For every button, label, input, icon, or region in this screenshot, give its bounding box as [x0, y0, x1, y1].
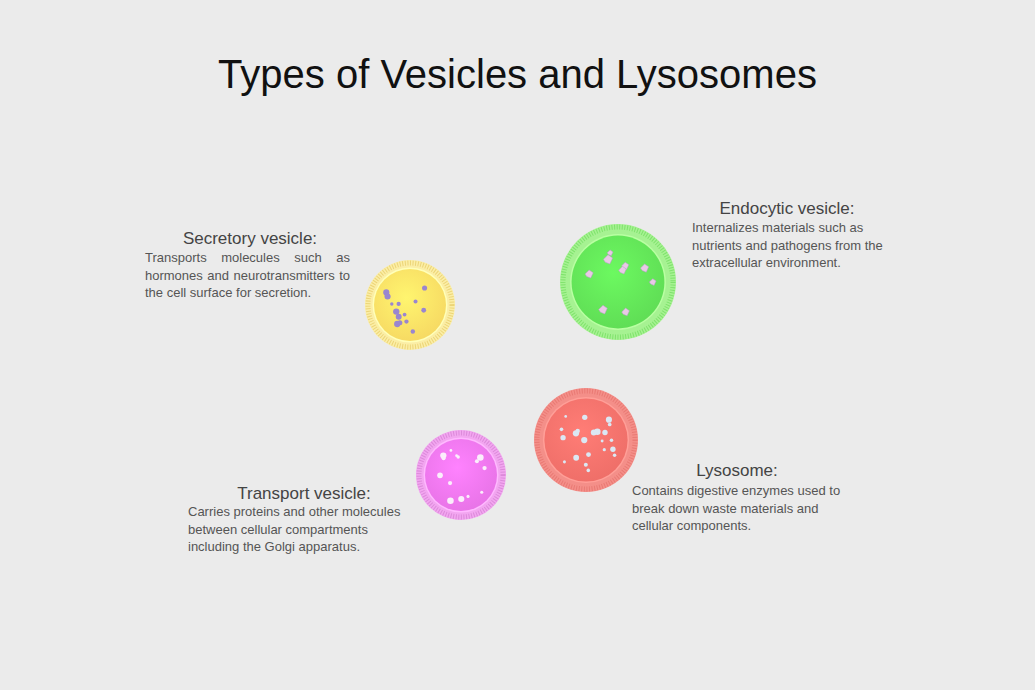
- cargo-particle: [450, 449, 453, 452]
- cargo-particle: [466, 495, 469, 498]
- vesicle-membrane: [534, 388, 638, 492]
- cargo-particle: [458, 496, 464, 502]
- vesicle-description: Transports molecules such as hormones an…: [145, 249, 350, 302]
- cargo-particle: [610, 446, 615, 451]
- cargo-particle: [385, 293, 391, 299]
- cargo-particle: [448, 481, 452, 485]
- membrane-ribs: [537, 391, 635, 489]
- cargo-particle: [393, 308, 399, 314]
- vesicle-description: Carries proteins and other molecules bet…: [188, 503, 416, 556]
- cargo-particle: [586, 452, 591, 457]
- cargo-particle: [475, 459, 479, 463]
- membrane-inner-edge: [570, 234, 666, 330]
- vesicle-lumen: [572, 236, 665, 329]
- vesicle-lumen: [425, 439, 497, 511]
- membrane-inner-edge: [543, 397, 629, 483]
- cargo-particle: [603, 448, 606, 451]
- cargo-particle: [608, 423, 612, 427]
- membrane-inner-edge: [373, 268, 448, 343]
- cargo-particle: [599, 305, 608, 314]
- cargo-particle: [421, 308, 426, 313]
- cargo-particle: [584, 463, 588, 467]
- vesicle-heading: Endocytic vesicle:: [692, 199, 882, 219]
- cargo-particle: [447, 498, 454, 505]
- cargo-particle: [560, 428, 564, 432]
- vesicle-membrane: [560, 224, 676, 340]
- cargo-particle: [613, 453, 616, 456]
- membrane-inner-edge: [424, 438, 499, 513]
- membrane-ribs: [563, 227, 673, 337]
- cargo-particle: [641, 264, 649, 272]
- cargo-particle: [582, 415, 587, 420]
- cargo-particle: [411, 329, 415, 333]
- cargo-particle: [480, 491, 483, 494]
- cargo-particle: [602, 430, 607, 435]
- cargo-particle: [573, 455, 579, 461]
- cargo-particle: [414, 299, 418, 303]
- vesicle-heading: Lysosome:: [632, 461, 842, 481]
- cargo-particle: [564, 415, 567, 418]
- vesicle-description: Internalizes materials such as nutrients…: [692, 219, 884, 272]
- vesicle-lumen: [544, 398, 627, 481]
- vesicle-node: Endocytic vesicle:Internalizes materials…: [555, 198, 890, 348]
- cargo-particle: [560, 435, 565, 440]
- cargo-particle: [606, 417, 612, 423]
- cargo-particle: [403, 313, 407, 317]
- vesicle-illustration: [416, 430, 506, 520]
- vesicle-membrane: [416, 430, 506, 520]
- cargo-particle: [440, 452, 446, 458]
- cargo-particle: [587, 469, 591, 473]
- vesicle-node: Transport vesicle:Carries proteins and o…: [180, 428, 510, 563]
- vesicle-illustration: [534, 388, 638, 492]
- cargo-particle: [581, 437, 587, 443]
- cargo-particle: [437, 472, 443, 478]
- cargo-particle: [610, 438, 614, 442]
- cargo-particle: [603, 255, 612, 264]
- vesicle-description: Contains digestive enzymes used to break…: [632, 482, 850, 535]
- cargo-particle: [573, 430, 579, 436]
- cargo-particle: [563, 460, 566, 463]
- membrane-ribs: [419, 433, 503, 517]
- cargo-particle: [404, 319, 408, 323]
- cargo-particle: [649, 279, 656, 286]
- cargo-particle: [390, 302, 393, 305]
- vesicle-node: Secretory vesicle:Transports molecules s…: [140, 228, 460, 358]
- cargo-particle: [594, 428, 600, 434]
- vesicle-heading: Transport vesicle:: [188, 484, 420, 504]
- vesicle-heading: Secretory vesicle:: [145, 229, 355, 249]
- cargo-particle: [585, 270, 593, 278]
- vesicle-illustration: [365, 260, 455, 350]
- diagram-title: Types of Vesicles and Lysosomes: [0, 52, 1035, 97]
- membrane-ribs: [368, 263, 452, 347]
- vesicle-lumen: [374, 269, 446, 341]
- cargo-particle: [422, 285, 427, 290]
- vesicle-node: Lysosome:Contains digestive enzymes used…: [530, 385, 860, 545]
- cargo-particle: [482, 466, 486, 470]
- cargo-particle: [397, 320, 402, 325]
- vesicle-illustration: [560, 224, 676, 340]
- vesicle-membrane: [365, 260, 455, 350]
- cargo-particle: [397, 302, 401, 306]
- cargo-particle: [601, 440, 604, 443]
- cargo-particle: [619, 266, 627, 274]
- cargo-particle: [622, 308, 630, 316]
- cargo-particle: [456, 455, 459, 458]
